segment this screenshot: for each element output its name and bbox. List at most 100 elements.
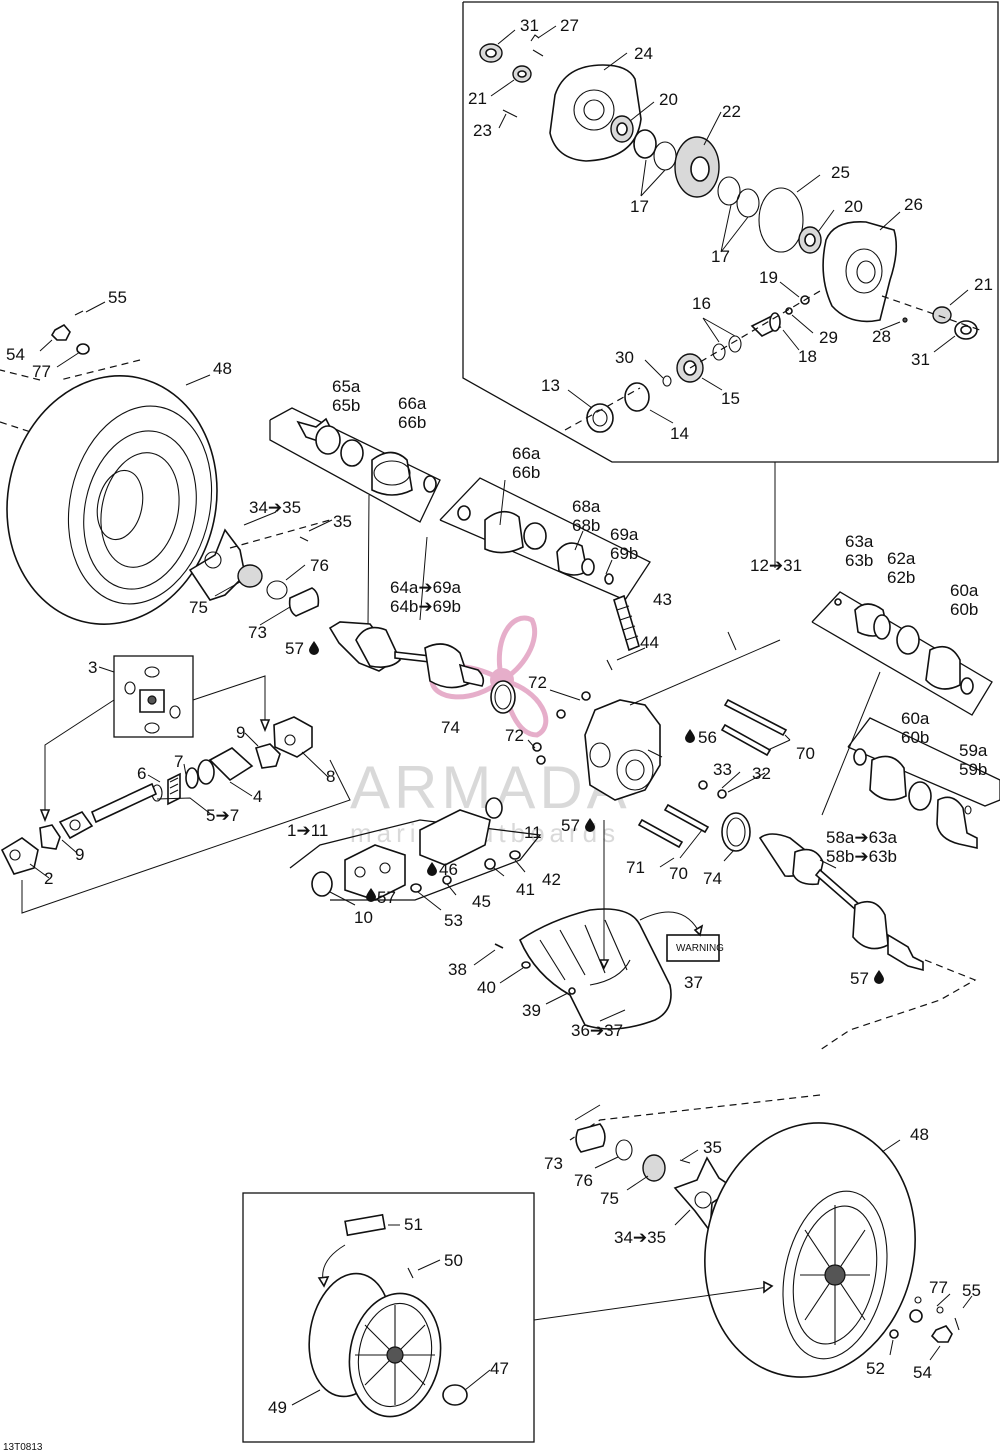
ring-66-left bbox=[340, 439, 364, 467]
callout: 30 bbox=[615, 348, 634, 367]
ujoint-9-top bbox=[255, 743, 281, 769]
oil-drop-icons bbox=[309, 641, 884, 984]
callout: 60a bbox=[950, 581, 979, 600]
screw-23 bbox=[502, 109, 518, 118]
callout: 64b➔69b bbox=[390, 597, 461, 616]
washer-77-left bbox=[76, 343, 90, 355]
callout: 70 bbox=[796, 744, 815, 763]
oil-drop-icon bbox=[427, 862, 437, 876]
callout: 18 bbox=[798, 347, 817, 366]
shim-17b bbox=[653, 141, 677, 171]
nut-39 bbox=[568, 987, 576, 995]
shim-17d bbox=[736, 188, 760, 218]
oil-drop-icon bbox=[366, 888, 376, 902]
callout: 68a bbox=[572, 497, 601, 516]
housing-cover-24 bbox=[549, 64, 642, 162]
oil-drop-icon bbox=[309, 641, 319, 655]
callout: 69b bbox=[610, 544, 638, 563]
callout: 52 bbox=[866, 1359, 885, 1378]
callout-labels: 31 27 24 21 20 22 23 17 25 20 26 17 19 2… bbox=[3, 16, 993, 1453]
callout: 8 bbox=[326, 767, 335, 786]
left-driveshaft-group bbox=[269, 407, 651, 714]
screw-35-left bbox=[299, 536, 309, 542]
ring-66b bbox=[523, 522, 547, 550]
callout: 66a bbox=[512, 444, 541, 463]
callout: 74 bbox=[703, 869, 722, 888]
callout: 66b bbox=[512, 463, 540, 482]
skid-plate-36 bbox=[519, 908, 672, 1030]
bolt-70-upper bbox=[723, 698, 788, 737]
callout: 44 bbox=[640, 633, 659, 652]
bearing-75-right bbox=[642, 1154, 666, 1182]
callout: 76 bbox=[574, 1171, 593, 1190]
callout: 57 bbox=[850, 969, 869, 988]
part-32 bbox=[717, 789, 727, 799]
bolt-38 bbox=[494, 943, 504, 949]
callout: 5➔7 bbox=[206, 806, 239, 825]
ring-60-right bbox=[896, 625, 920, 655]
callout: 62b bbox=[887, 568, 915, 587]
seal-10 bbox=[311, 871, 333, 897]
callout: 57 bbox=[561, 816, 580, 835]
callout: 33 bbox=[713, 760, 732, 779]
bolt-70-lower bbox=[663, 803, 710, 834]
callout: 26 bbox=[904, 195, 923, 214]
decal-51 bbox=[344, 1213, 386, 1237]
bearing-73-left bbox=[288, 587, 320, 617]
part-44 bbox=[606, 659, 613, 671]
bushing-11 bbox=[485, 797, 503, 819]
ring-76-left bbox=[266, 580, 288, 600]
warning-label-37 bbox=[666, 934, 720, 962]
callout: 63a bbox=[845, 532, 874, 551]
warning-label-text: WARNING bbox=[676, 943, 724, 954]
callout: 55 bbox=[962, 1281, 981, 1300]
callout: 15 bbox=[721, 389, 740, 408]
boot-60b bbox=[869, 755, 907, 801]
pin-55-right bbox=[954, 1317, 960, 1331]
callout: 42 bbox=[542, 870, 561, 889]
callout: 27 bbox=[560, 16, 579, 35]
callout: 32 bbox=[752, 764, 771, 783]
callout: 25 bbox=[831, 163, 850, 182]
callout: 55 bbox=[108, 288, 127, 307]
boot-outer-right bbox=[852, 900, 889, 950]
callout: 58a➔63a bbox=[826, 828, 898, 847]
valve-50 bbox=[407, 1267, 414, 1279]
clip-69 bbox=[604, 573, 614, 585]
callout: 48 bbox=[213, 359, 232, 378]
slip-yoke-4 bbox=[208, 747, 254, 782]
callout: 40 bbox=[477, 978, 496, 997]
ujoint-9-bottom bbox=[39, 824, 61, 850]
callout: 9 bbox=[75, 845, 84, 864]
callout: 77 bbox=[32, 362, 51, 381]
diagram-id: 13T0813 bbox=[3, 1442, 43, 1453]
oil-drop-icon bbox=[585, 818, 595, 832]
callout: 21 bbox=[468, 89, 487, 108]
callout: 57 bbox=[285, 639, 304, 658]
pin-27 bbox=[530, 34, 544, 57]
callout: 35 bbox=[333, 512, 352, 531]
callout: 60b bbox=[950, 600, 978, 619]
callout: 60a bbox=[901, 709, 930, 728]
callout: 53 bbox=[444, 911, 463, 930]
stub-axle-right bbox=[887, 933, 924, 972]
callout: 65a bbox=[332, 377, 361, 396]
callout: 4 bbox=[253, 787, 262, 806]
callout: 37 bbox=[684, 973, 703, 992]
shim-16a bbox=[728, 335, 742, 353]
callout: 73 bbox=[544, 1154, 563, 1173]
callout: 71 bbox=[626, 858, 645, 877]
o-ring-25 bbox=[758, 187, 804, 253]
shim-16b bbox=[712, 343, 726, 361]
callout: 23 bbox=[473, 121, 492, 140]
clamp-60b bbox=[853, 748, 867, 766]
callout: 43 bbox=[653, 590, 672, 609]
callout: 45 bbox=[472, 892, 491, 911]
callout: 39 bbox=[522, 1001, 541, 1020]
bolt-71 bbox=[637, 818, 684, 849]
clamp-60-right bbox=[960, 677, 974, 695]
washer-40 bbox=[521, 961, 531, 969]
callout: 59a bbox=[959, 741, 988, 760]
callout: 7 bbox=[174, 752, 183, 771]
clip-63 bbox=[834, 598, 842, 606]
